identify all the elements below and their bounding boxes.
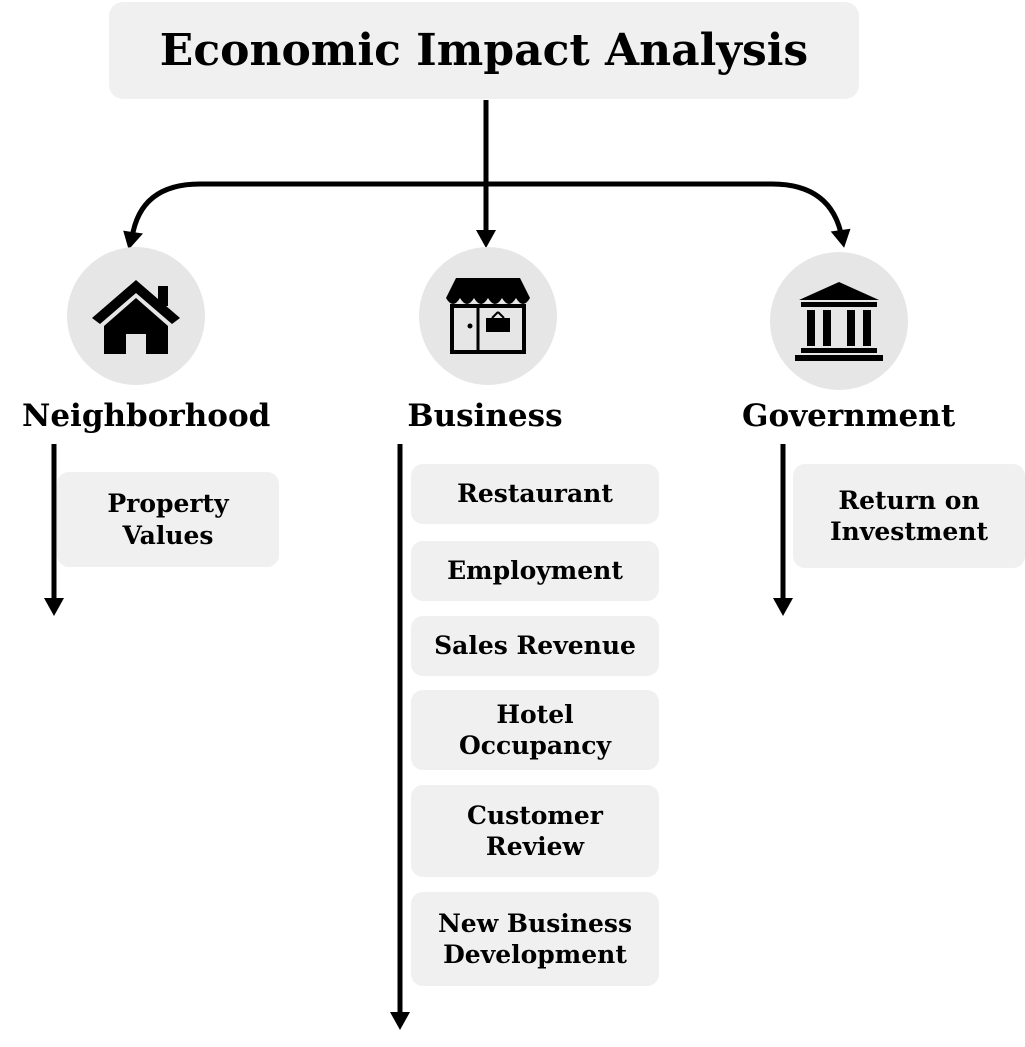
neighborhood-down-arrowhead <box>44 598 64 616</box>
item-restaurant: Restaurant <box>411 464 659 524</box>
government-down-arrowhead <box>773 598 793 616</box>
item-new-business-development: New Business Development <box>411 892 659 986</box>
branch-curve-left <box>129 181 486 239</box>
category-label-government: Government <box>742 398 956 434</box>
item-return-on-investment: Return on Investment <box>793 464 1025 568</box>
arrowhead-government <box>830 228 851 248</box>
item-property-values: Property Values <box>57 472 279 567</box>
item-sales-revenue: Sales Revenue <box>411 616 659 676</box>
neighborhood-circle <box>67 247 205 385</box>
item-hotel-occupancy: Hotel Occupancy <box>411 690 659 770</box>
government-building-icon <box>795 282 883 361</box>
arrowhead-business <box>476 230 496 248</box>
business-down-arrowhead <box>390 1012 410 1030</box>
business-circle <box>419 247 557 385</box>
government-circle <box>770 252 908 390</box>
storefront-icon <box>446 278 530 354</box>
item-customer-review: Customer Review <box>411 785 659 877</box>
house-icon <box>92 280 180 354</box>
diagram-title: Economic Impact Analysis <box>109 2 859 99</box>
item-employment: Employment <box>411 541 659 601</box>
arrowhead-neighborhood <box>123 230 144 250</box>
category-label-neighborhood: Neighborhood <box>22 398 271 434</box>
branch-curve-right <box>486 181 845 239</box>
category-label-business: Business <box>407 398 563 434</box>
